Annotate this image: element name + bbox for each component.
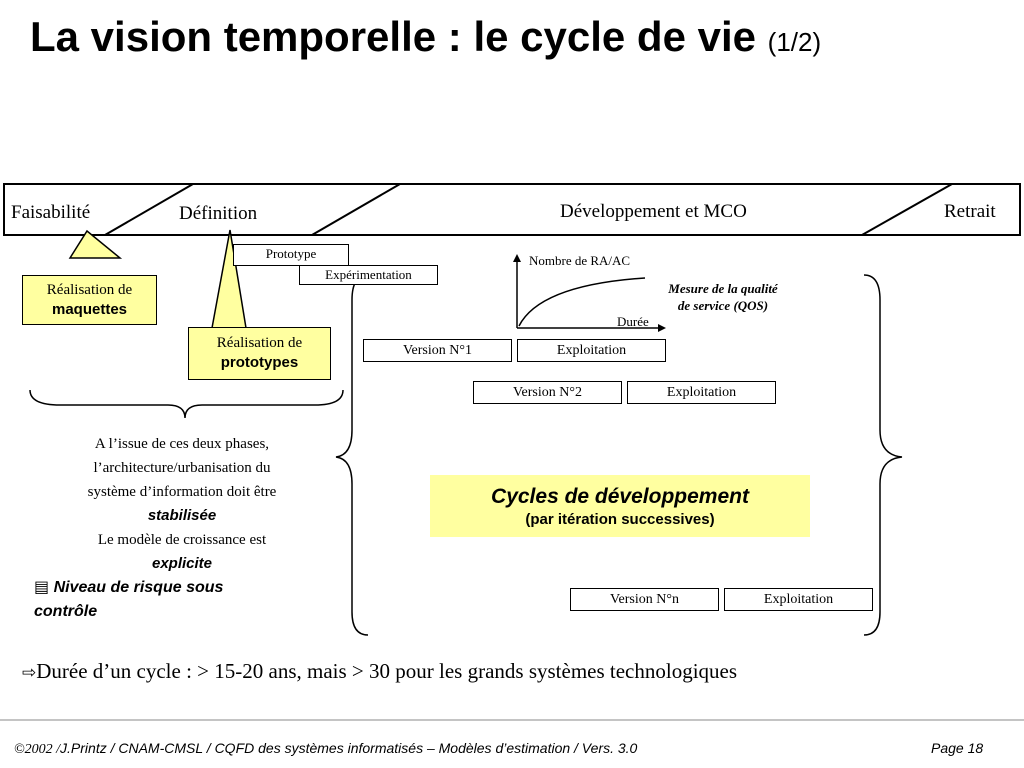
version1-box: Version N°1 [363,339,512,362]
graph-y-arrow [513,254,521,262]
duration-note: ⇨Durée d’un cycle : > 15-20 ans, mais > … [22,659,737,684]
left-curly-brace [335,274,369,636]
prototype-box: Prototype [233,244,349,266]
left-text-explicite: explicite [151,555,213,572]
callout-maquettes: Réalisation de maquettes [22,275,157,325]
phase-developpement: Développement et MCO [560,201,747,222]
timeline-separator [104,183,194,236]
risk-text: ▤ Niveau de risque sous contrôle [34,575,334,624]
callout-maquettes-line1: Réalisation de [46,282,133,298]
graph-caption-line2: de service (QOS) [677,298,769,313]
left-text-line5: Le modèle de croissance est [97,532,267,548]
left-text-stabilisee: stabilisée [147,507,217,524]
callout-prototypes-line2: prototypes [220,354,299,371]
callout-maquettes-line2: maquettes [51,301,128,318]
right-curly-brace [863,274,903,636]
timeline-separator [311,183,401,236]
phase-definition: Définition [179,203,258,224]
exploitationn-box: Exploitation [724,588,873,611]
cycles-title: Cycles de développement [491,485,749,508]
footer-page: Page 18 [931,740,984,756]
phase-faisabilite: Faisabilité [11,202,91,223]
cycles-box: Cycles de développement (par itération s… [430,475,810,537]
graph-ylabel: Nombre de RA/AC [529,253,631,268]
exploitation1-box: Exploitation [517,339,666,362]
callout-prototypes-line1: Réalisation de [216,335,303,351]
cycles-subtitle: (par itération successives) [525,511,715,528]
callout-prototypes: Réalisation de prototypes [188,327,331,380]
risk-line2: contrôle [34,603,98,620]
callout-pointer [68,229,123,259]
left-text-line1: A l’issue de ces deux phases, [94,436,270,452]
timeline-separator [861,183,953,236]
horizontal-brace [29,389,344,419]
page-title: La vision temporelle : le cycle de vie (… [30,12,821,62]
footer-prefix: ©2002 / [14,742,61,757]
risk-line1: Niveau de risque sous [53,579,224,596]
graph-x-arrow [658,324,666,332]
left-text-line2: l’architecture/urbanisation du [93,460,271,476]
graph-caption: Mesure de la qualité de service (QOS) [640,280,806,314]
title-main: La vision temporelle : le cycle de vie [30,13,756,60]
exploitation2-box: Exploitation [627,381,776,404]
footer-text: J.Printz / CNAM-CMSL / CQFD des systèmes… [60,740,638,756]
footer-credit: ©2002 /J.Printz / CNAM-CMSL / CQFD des s… [14,740,637,758]
left-text-line3: système d’information doit être [87,484,277,500]
graph-caption-line1: Mesure de la qualité [668,281,778,296]
graph-curve [518,277,646,327]
version2-box: Version N°2 [473,381,622,404]
duration-note-text: Durée d’un cycle : > 15-20 ans, mais > 3… [36,659,738,683]
versionn-box: Version N°n [570,588,719,611]
phase-retrait: Retrait [944,201,996,222]
left-text-block: A l’issue de ces deux phases, l’architec… [30,432,334,576]
checklist-icon: ▤ [34,577,50,596]
experimentation-box: Expérimentation [299,265,438,285]
hollow-arrow-icon: ⇨ [22,663,37,683]
graph-xlabel: Durée [617,314,649,329]
title-sub: (1/2) [767,27,822,57]
timeline-bar [3,183,1021,236]
